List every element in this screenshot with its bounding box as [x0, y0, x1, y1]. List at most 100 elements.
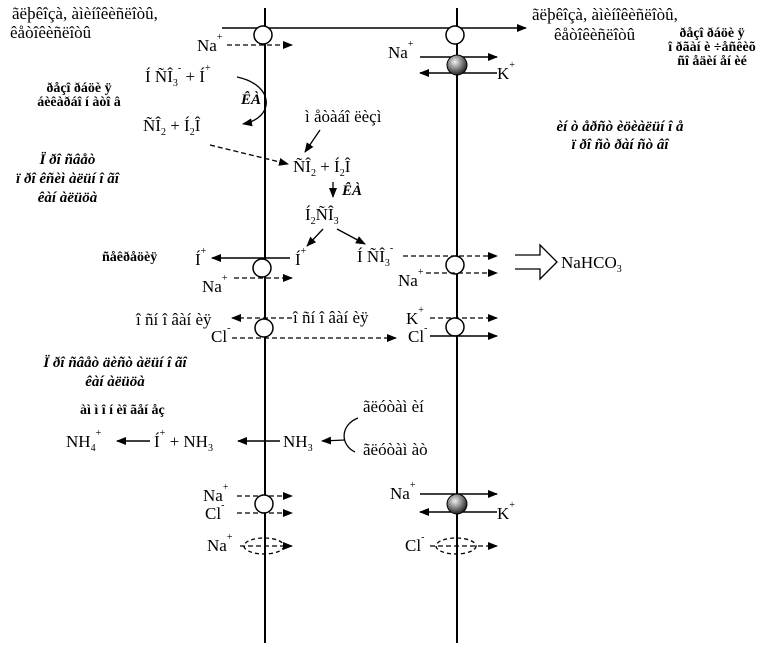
interstitium-label: èí ò åðñò èöèàëüí î å ï ðî ñò ðàí ñò âî: [515, 120, 725, 153]
h-nh3-charge: +: [159, 428, 166, 439]
h-ion-cell-text: Í: [295, 250, 301, 269]
na-k-pump-sphere-bottom: [446, 493, 468, 515]
na-ion-top-right: Na+: [388, 40, 413, 62]
reabsorption-bicarbonate-label: ðåçî ðáöè ÿ áèêàðáî í àòî â: [20, 82, 138, 110]
ca-label-lumen-text: ÊÀ: [241, 92, 262, 108]
cl-ion-charge: -: [227, 323, 231, 334]
cell-h2o-sub: 2: [339, 168, 345, 179]
lumen-plus-h2o: + Í: [170, 116, 190, 135]
distal-l2: êàí àëüöà: [85, 374, 145, 390]
cl-ion-right: Cl-: [408, 324, 427, 346]
na-ion-charge: +: [222, 482, 229, 493]
cell-plus-h2o: + Í: [320, 157, 340, 176]
cl-ion-text: Cl: [408, 327, 425, 346]
glutamate-text: ãëóòàì àò: [363, 440, 428, 459]
reabsorption-organic-l1: ðåçî ðáöè ÿ: [679, 26, 745, 41]
na-ion-text: Na: [203, 486, 223, 505]
k-ion-text: K: [497, 504, 510, 523]
proximal-l3: êàí àëüöà: [37, 190, 98, 206]
glucose-carrier-right: [445, 25, 465, 45]
substrates-label-right: ãëþêîçà, àìèíîêèñëîòû,: [532, 6, 678, 23]
substrates-label-left-l2: êåòîêèñëîòû: [10, 23, 92, 42]
interstitium-l1: èí ò åðñò èöèàëüí î å: [556, 119, 684, 135]
h2co3-sub2: 3: [333, 216, 339, 227]
lumen-h2o-end: Î: [194, 116, 201, 135]
k-cl-cotransporter: [445, 317, 465, 337]
h2co3-sub1: 2: [310, 216, 316, 227]
na-ion-bottom-left: Na+: [203, 483, 228, 505]
ca-label-cell: ÊÀ: [342, 184, 362, 199]
interstitium-l2: ï ðî ñò ðàí ñò âî: [571, 137, 669, 153]
nh3-cell-text: NH: [283, 432, 308, 451]
lumen-hco3-plus-h: Í ÑÎ3- + Í+: [145, 64, 211, 89]
k-ion-mid-right: K+: [406, 306, 424, 328]
cl-ion-text: Cl: [205, 504, 222, 523]
substrates-label-left-2: êåòîêèñëîòû: [10, 24, 91, 41]
na-ion-text: Na: [398, 271, 418, 290]
h-ion-lumen-text: Í: [195, 250, 201, 269]
na-ion-charge: +: [226, 532, 233, 543]
distal-lumen-label: Ï ðî ñâåò äèñò àëüí î ãî êàí àëüöà: [15, 356, 215, 390]
na-cl-cotransporter: [254, 494, 274, 514]
reabsorption-organic-l2: î ðãàí è ÷åñêèõ: [668, 40, 756, 55]
na-ion-charge: +: [417, 267, 424, 278]
h-plus-nh3: Í+ + NH3: [154, 428, 213, 454]
substrates-label-right-2: êåòîêèñëîòû: [554, 26, 635, 43]
h-ion-cell: Í+: [295, 247, 306, 269]
nahco3-text: NaHCO: [561, 253, 617, 272]
h-ion-cell-charge: +: [300, 246, 307, 257]
base-label-right: î ñí î âàí èÿ: [293, 309, 369, 326]
nh3-cell-sub: 3: [307, 443, 313, 454]
cl-channel: [435, 537, 477, 555]
lumen-hco3: Í ÑÎ: [145, 67, 173, 86]
k-ion-text: K: [406, 309, 419, 328]
na-ion-charge: +: [409, 480, 416, 491]
base-label-left-text: î ñí î âàí èÿ: [136, 310, 212, 329]
na-h-exchanger: [252, 258, 272, 278]
na-ion-text: Na: [207, 536, 227, 555]
glucose-carrier-left: [253, 25, 273, 45]
h2co3-h: Í: [305, 205, 311, 224]
na-ion-mid-left: Na+: [202, 274, 227, 296]
split-arrow-left: [306, 228, 324, 247]
h2co3-co: ÑÎ: [315, 205, 334, 224]
substrates-label-right-l1: ãëþêîçà, àìèíîêèñëîòû,: [532, 5, 678, 24]
k-ion-text: K: [497, 64, 510, 83]
substrates-label-left-l1: ãëþêîçà, àìèíîêèñëîòû,: [12, 4, 158, 23]
nh4-charge: +: [95, 428, 102, 439]
h-ion-lumen-charge: +: [200, 246, 207, 257]
secretion-label: ñåêðåöèÿ: [102, 251, 157, 265]
k-ion-charge: +: [509, 60, 515, 71]
glutamate-label: ãëóòàì àò: [363, 441, 428, 458]
lumen-hco3-charge: -: [177, 63, 182, 74]
cl-ion-channel: Cl-: [405, 533, 424, 555]
cell-hco3: Í ÑÎ3-: [357, 244, 393, 269]
na-ion-text: Na: [197, 36, 217, 55]
lumen-plus-h: + Í: [185, 67, 205, 86]
k-ion-charge: +: [418, 305, 424, 316]
cl-ion-charge: -: [221, 500, 225, 511]
distal-l1: Ï ðî ñâåò äèñò àëüí î ãî: [43, 355, 187, 371]
na-ion-bottom-right: Na+: [390, 481, 415, 503]
na-ion-charge: +: [216, 32, 223, 43]
na-k-pump-sphere-top: [446, 54, 468, 76]
split-arrow-right: [336, 228, 366, 245]
cell-hco3-charge: -: [389, 243, 394, 254]
ca-label-cell-text: ÊÀ: [342, 183, 363, 199]
lumen-h-charge: +: [204, 63, 211, 74]
reabsorption-organic-l3: ñî åäèí åí èé: [677, 54, 747, 69]
metabolism-label: ì åòàáî ëèçì: [305, 108, 381, 125]
na-ion-charge: +: [407, 39, 414, 50]
na-ion-text: Na: [388, 43, 408, 62]
cl-ion-charge: -: [424, 323, 428, 334]
substrates-label-right-l2: êåòîêèñëîòû: [554, 25, 636, 44]
nahco3-sub: 3: [616, 264, 622, 275]
k-ion-top-right: K+: [497, 61, 515, 83]
ca-label-lumen: ÊÀ: [241, 93, 261, 108]
h-nh3-h: Í: [154, 432, 160, 451]
na-ion-channel: Na+: [207, 533, 232, 555]
nh4-text: NH: [66, 432, 91, 451]
cell-h2o-end: Î: [344, 157, 351, 176]
proximal-l1: Ï ðî ñâåò: [39, 152, 96, 168]
